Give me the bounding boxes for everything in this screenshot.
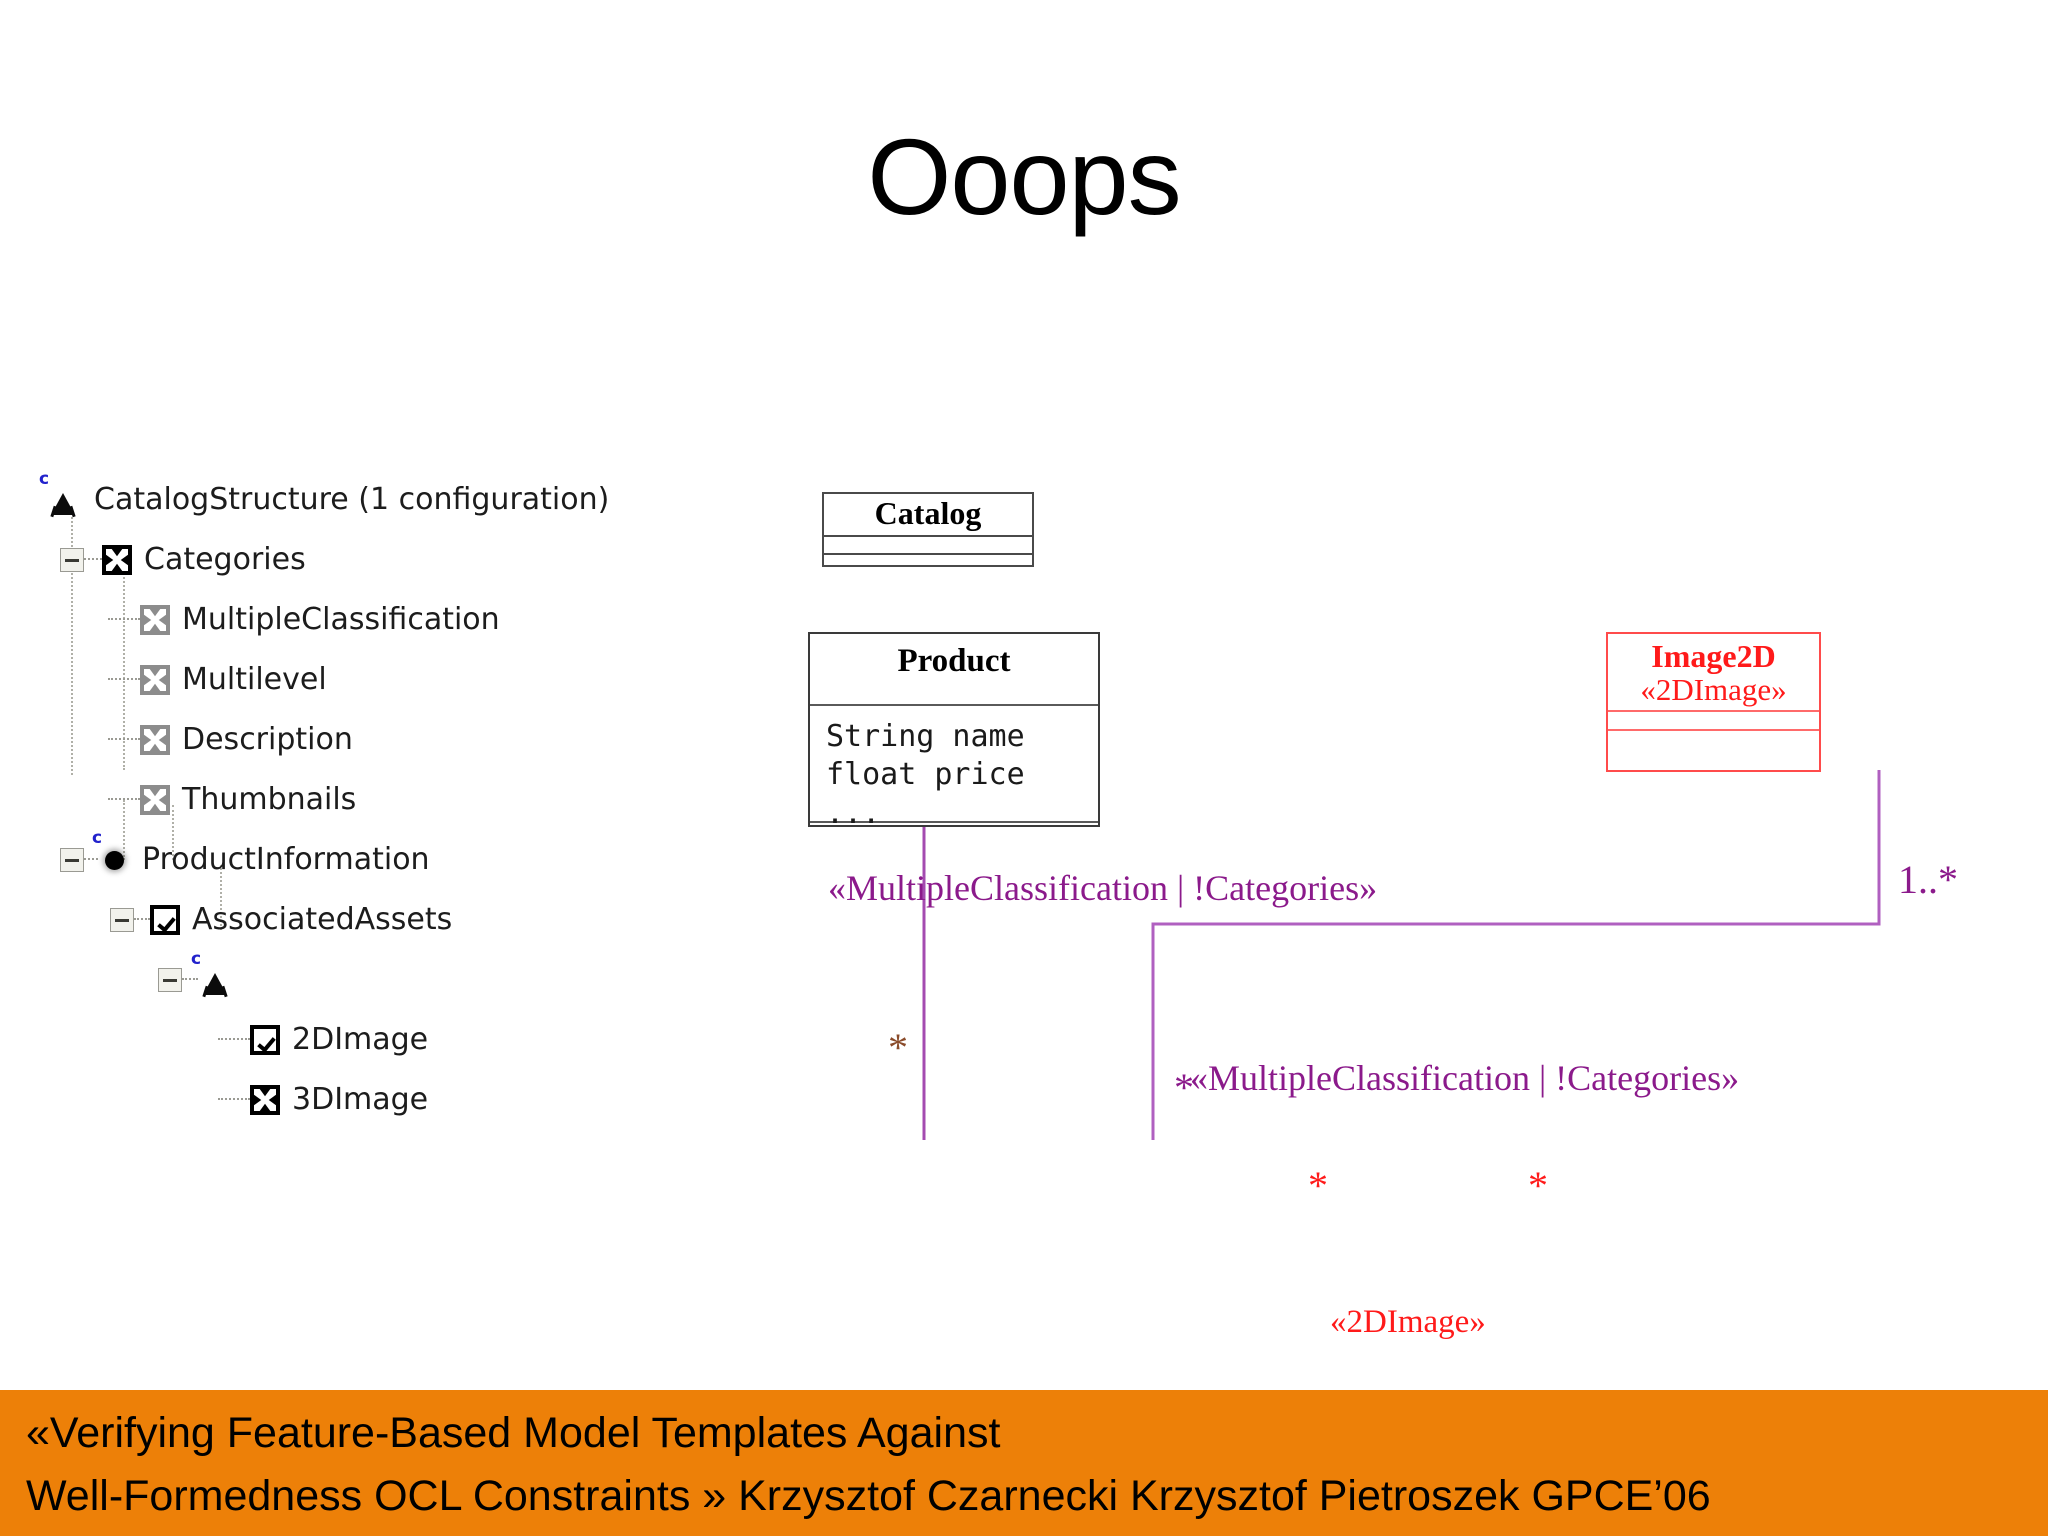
presence-condition-product-image: «MultipleClassification | !Categories»: [1190, 1058, 1740, 1098]
tree-expander-toggle[interactable]: [60, 548, 84, 572]
class-box-product[interactable]: Product String name float price ...: [808, 632, 1100, 831]
class-operations-compartment: [1608, 731, 1819, 753]
citation-line-1: «Verifying Feature-Based Model Templates…: [26, 1409, 1001, 1457]
tree-connector: [108, 798, 140, 802]
tree-row[interactable]: AssociatedAssets: [40, 890, 820, 950]
page-title: Ooops: [867, 116, 1181, 237]
selected-feature-icon: [150, 905, 180, 935]
optional-feature-grey-icon: [140, 605, 170, 635]
tree-expander-toggle[interactable]: [110, 908, 134, 932]
tree-item-label: 3DImage: [292, 1082, 429, 1117]
class-operations-compartment: [824, 555, 1032, 570]
class-stereotype-image2d: «2DImage»: [1608, 673, 1819, 713]
tree-item-label: AssociatedAssets: [192, 902, 453, 937]
multiplicity-image-left: *: [1528, 1163, 1548, 1208]
tree-guide-line: [123, 800, 125, 860]
tree-guide-line: [123, 570, 125, 770]
tree-guide-line: [71, 510, 73, 775]
tree-connector: [108, 738, 140, 742]
class-name-product: Product: [810, 634, 1098, 706]
tree-item-label: Multilevel: [182, 662, 327, 697]
tree-item-label: MultipleClassification: [182, 602, 500, 637]
xor-group-icon: c: [191, 951, 232, 998]
feature-model-tree: c CatalogStructure (1 configuration) Cat…: [39, 470, 820, 1130]
tree-row[interactable]: 2DImage: [40, 1010, 820, 1070]
tree-row[interactable]: c: [40, 950, 820, 1010]
optional-feature-grey-icon: [140, 785, 170, 815]
class-attributes-product: String name float price ...: [810, 706, 1098, 831]
tree-connector: [108, 618, 140, 622]
tree-connector: [84, 558, 102, 562]
class-box-catalog[interactable]: Catalog: [822, 492, 1034, 567]
class-name-image2d: Image2D: [1651, 638, 1776, 674]
uml-class-diagram: Catalog Product String name float price …: [800, 440, 2048, 1339]
tree-item-label: ProductInformation: [142, 842, 430, 877]
tree-guide-line: [172, 805, 174, 860]
tree-row[interactable]: Categories: [40, 530, 820, 590]
optional-feature-grey-icon: [140, 665, 170, 695]
tree-row[interactable]: c ProductInformation: [40, 830, 820, 890]
selected-feature-icon: [250, 1025, 280, 1055]
tree-expander-toggle[interactable]: [158, 968, 182, 992]
multiplicity-product-upper: *: [1174, 1065, 1194, 1110]
tree-expander-toggle[interactable]: [60, 848, 84, 872]
multiplicity-product-right: *: [1308, 1163, 1328, 1208]
citation-banner: «Verifying Feature-Based Model Templates…: [0, 1390, 2048, 1536]
presence-condition-catalog-product: «MultipleClassification | !Categories»: [828, 868, 1378, 908]
citation-line-2: Well-Formedness OCL Constraints » Krzysz…: [26, 1471, 1711, 1520]
tree-row[interactable]: Description: [40, 710, 820, 770]
tree-connector: [108, 678, 140, 682]
class-name-catalog: Catalog: [824, 494, 1032, 537]
tree-connector: [134, 918, 150, 922]
class-attributes-compartment: [1608, 712, 1819, 732]
tree-item-label: Categories: [144, 542, 306, 577]
tree-row[interactable]: Multilevel: [40, 650, 820, 710]
tree-connector: [84, 858, 98, 862]
xor-group-icon: c: [39, 471, 80, 518]
tree-connector: [218, 1038, 250, 1042]
tree-connector: [182, 978, 198, 982]
tree-item-label: Description: [182, 722, 353, 757]
tree-row[interactable]: c CatalogStructure (1 configuration): [39, 470, 820, 530]
tree-row[interactable]: MultipleClassification: [40, 590, 820, 650]
tree-item-label: Thumbnails: [182, 782, 357, 817]
class-attributes-compartment: [824, 537, 1032, 555]
class-box-image2d[interactable]: Image2D «2DImage»: [1606, 632, 1821, 772]
tree-row[interactable]: 3DImage: [40, 1070, 820, 1130]
optional-feature-black-icon: [102, 545, 132, 575]
tree-guide-line: [220, 865, 222, 930]
tree-row[interactable]: Thumbnails: [40, 770, 820, 830]
optional-feature-grey-icon: [140, 725, 170, 755]
tree-connector: [218, 1098, 250, 1102]
tree-item-label: 2DImage: [292, 1022, 429, 1057]
association-stereotype-2dimage: «2DImage»: [1330, 1304, 1486, 1340]
optional-feature-black-icon: [250, 1085, 280, 1115]
multiplicity-one-to-many: 1..*: [1898, 857, 1958, 902]
tree-item-label: CatalogStructure (1 configuration): [94, 482, 610, 517]
or-group-icon: c: [92, 830, 132, 877]
multiplicity-catalog-end: *: [888, 1025, 908, 1070]
